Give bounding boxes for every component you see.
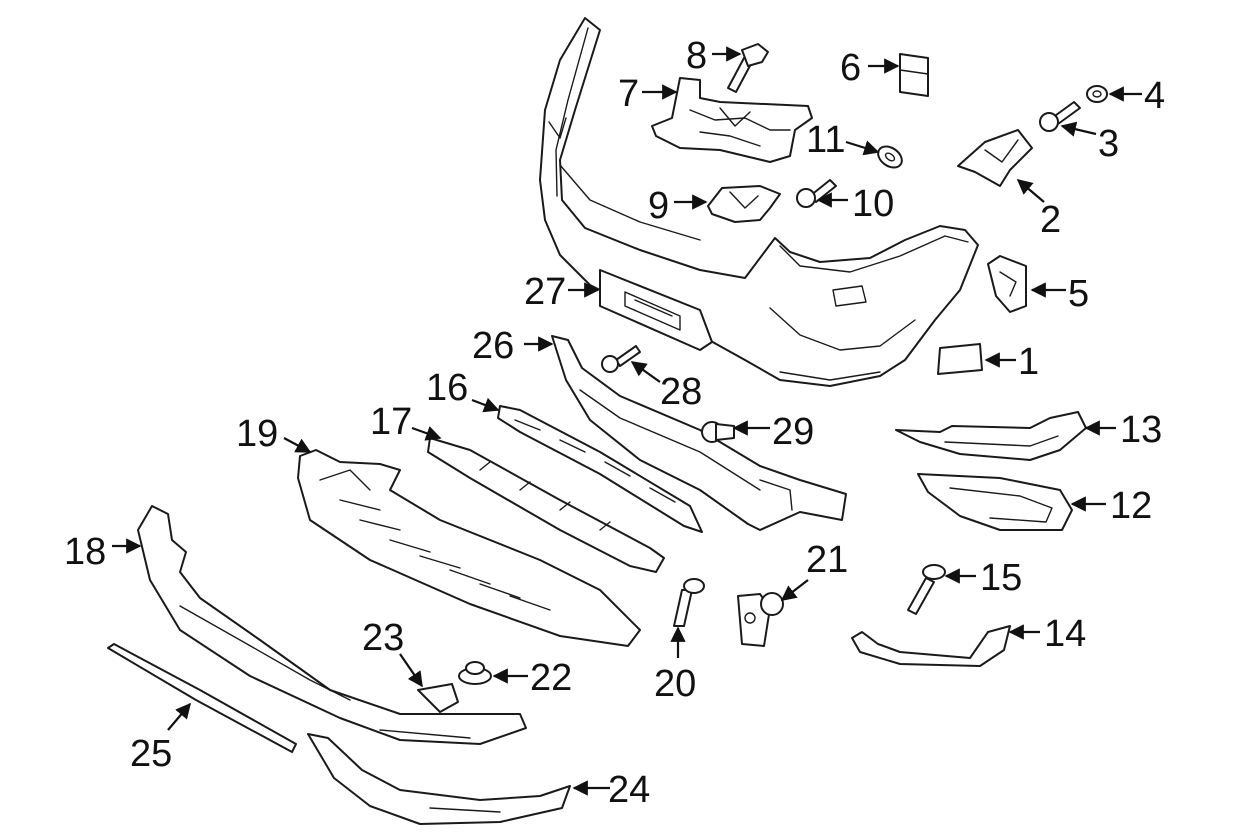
callout-15: 15	[980, 557, 1022, 599]
tow-hook-cap	[937, 343, 983, 375]
nut-11	[877, 145, 903, 169]
leader-11	[845, 140, 880, 156]
leader-23	[399, 653, 423, 688]
callout-23: 23	[362, 617, 404, 659]
callout-20: 20	[654, 663, 696, 705]
leader-28	[630, 361, 661, 383]
lower-valance-18	[137, 505, 527, 745]
leader-17	[411, 426, 442, 441]
trim-strip-25	[107, 643, 297, 753]
callout-12: 12	[1110, 485, 1152, 527]
bolt-3	[1039, 101, 1081, 132]
license-plate-bracket	[599, 269, 713, 351]
callout-6: 6	[840, 47, 861, 89]
callout-25: 25	[130, 733, 172, 775]
callout-18: 18	[64, 531, 106, 573]
callout-4: 4	[1144, 75, 1165, 117]
callout-labels: 1 2 3 4 5 6 7 8 9 10 11 12 13 14 15 16 1…	[64, 35, 1165, 811]
leader-arrows	[112, 46, 1142, 796]
callout-9: 9	[648, 185, 669, 227]
callout-2: 2	[1040, 199, 1061, 241]
callout-22: 22	[530, 657, 572, 699]
callout-7: 7	[618, 73, 639, 115]
washer-4	[1086, 85, 1108, 103]
leader-21	[780, 579, 809, 601]
leader-16	[471, 397, 500, 413]
bolt-15	[907, 564, 946, 615]
skid-plate-24	[307, 733, 571, 825]
callout-8: 8	[686, 35, 707, 77]
fog-lamp-bezel	[917, 473, 1073, 531]
callout-21: 21	[806, 539, 848, 581]
bolt-28	[601, 345, 641, 373]
callout-27: 27	[524, 271, 566, 313]
leader-25	[167, 702, 191, 731]
leader-2	[1016, 179, 1045, 203]
bracket-14	[851, 625, 1011, 667]
clip-29	[701, 421, 735, 443]
side-bracket-13	[895, 411, 1087, 461]
bracket-9	[707, 185, 781, 223]
bolt-8	[727, 43, 769, 93]
callout-16: 16	[426, 367, 468, 409]
callout-29: 29	[772, 411, 814, 453]
callout-3: 3	[1098, 123, 1119, 165]
clip-23	[417, 683, 459, 713]
sensor-21	[737, 592, 784, 647]
leader-19	[283, 437, 312, 453]
callout-26: 26	[472, 325, 514, 367]
callout-24: 24	[608, 769, 650, 811]
callout-19: 19	[236, 413, 278, 455]
bolt-10	[796, 179, 837, 208]
lower-grille-16	[497, 405, 703, 533]
grommet-22	[458, 661, 492, 685]
callout-1: 1	[1018, 341, 1039, 383]
leader-3	[1060, 121, 1097, 137]
callout-28: 28	[660, 371, 702, 413]
bolt-20	[673, 578, 705, 627]
lower-deflector-19	[297, 449, 641, 647]
callout-14: 14	[1044, 613, 1086, 655]
bracket-5	[987, 255, 1027, 313]
upper-bracket	[651, 77, 813, 163]
energy-absorber-26	[551, 335, 847, 531]
callout-17: 17	[370, 401, 412, 443]
clip-6	[899, 53, 929, 97]
lower-strip-17	[427, 437, 665, 573]
callout-5: 5	[1068, 273, 1089, 315]
bracket-2	[957, 129, 1033, 187]
callout-13: 13	[1120, 409, 1162, 451]
callout-11: 11	[806, 119, 845, 161]
callout-10: 10	[852, 183, 894, 225]
